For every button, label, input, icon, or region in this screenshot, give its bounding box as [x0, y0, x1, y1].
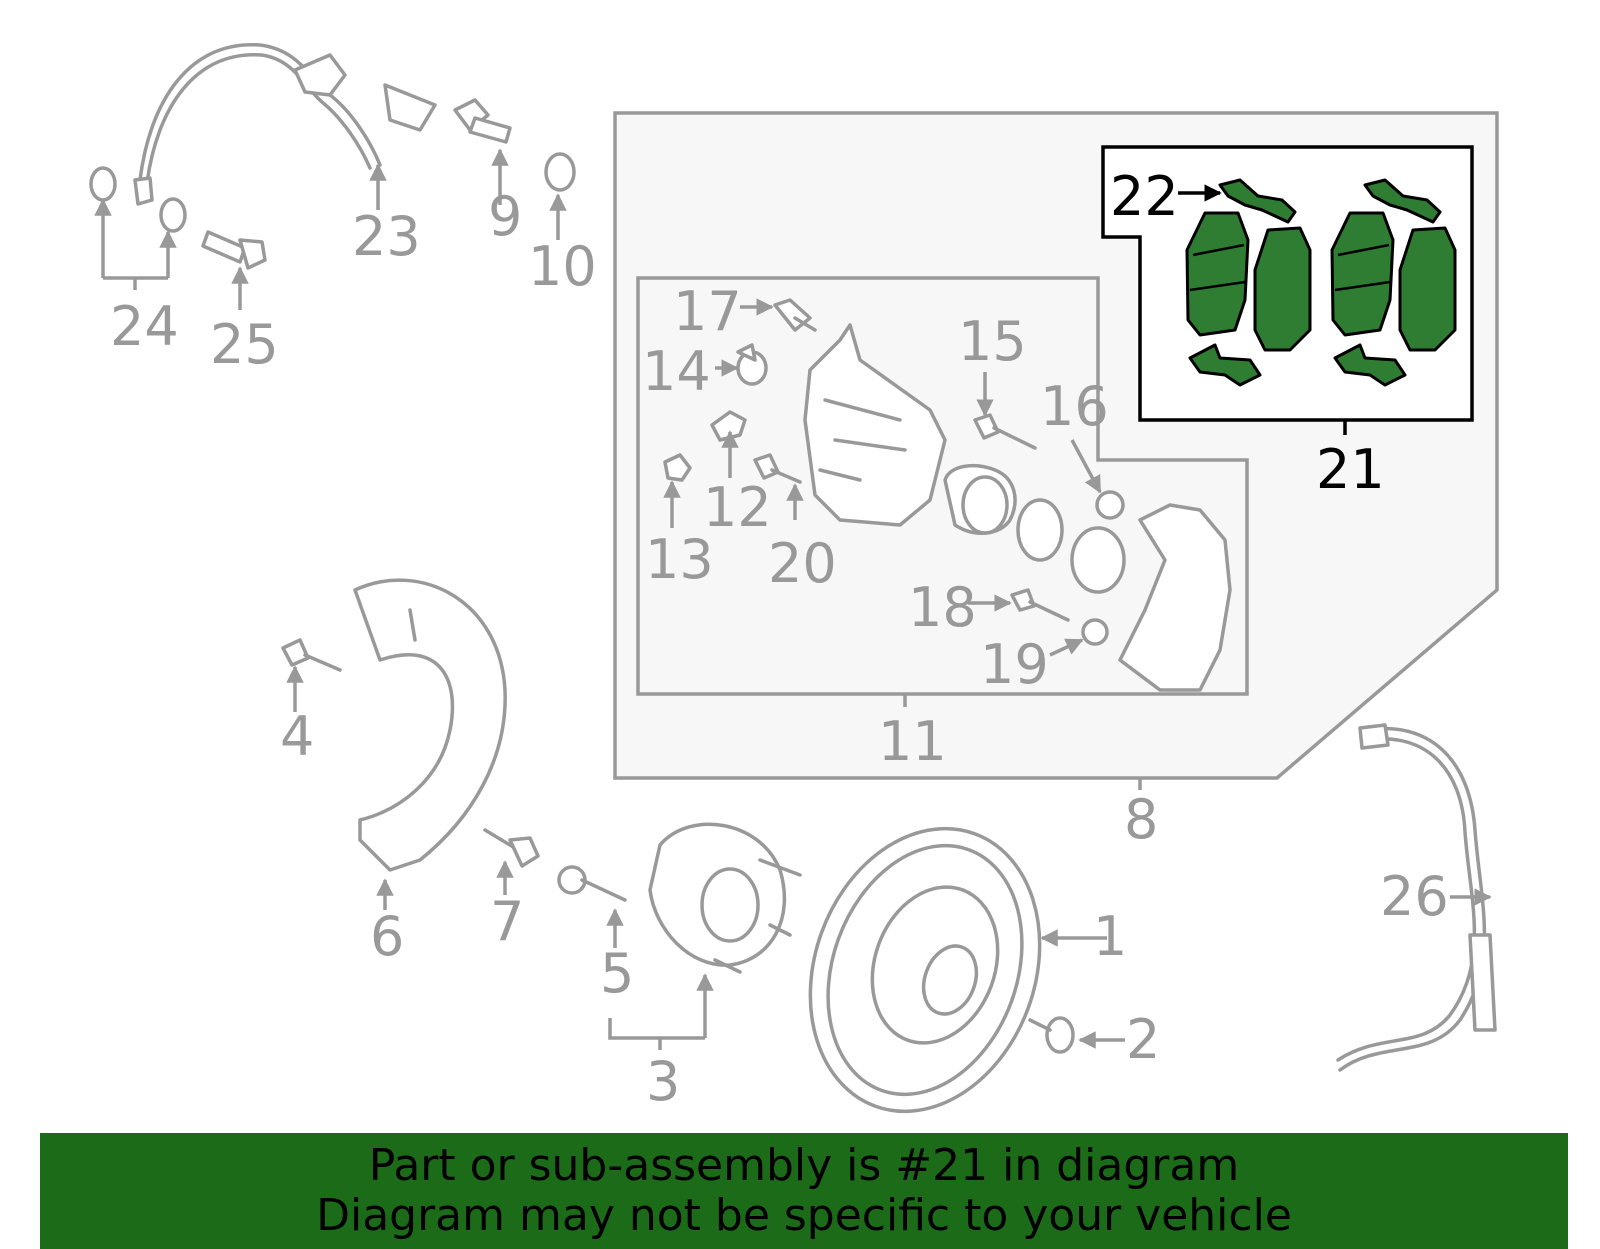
callout-17: 17: [673, 280, 742, 343]
piston: [943, 463, 1017, 535]
bolt-18: [1010, 588, 1070, 622]
bolt-4: [281, 638, 342, 672]
banner-line-2: Diagram may not be specific to your vehi…: [316, 1190, 1292, 1241]
boot-16: [1095, 490, 1125, 520]
callout-9: 9: [488, 185, 522, 248]
bolt-7: [483, 828, 540, 868]
bolt-25: [201, 230, 267, 270]
info-banner: Part or sub-assembly is #21 in diagram D…: [40, 1133, 1568, 1249]
washer-24b: [159, 197, 187, 233]
callout-4: 4: [280, 705, 314, 768]
hub-bearing-3: [648, 822, 802, 974]
abs-harness-23: [133, 43, 437, 206]
callout-16: 16: [1040, 375, 1109, 438]
brake-rotor-1: [808, 826, 1042, 1114]
callout-19: 19: [980, 633, 1049, 696]
callout-24: 24: [110, 295, 179, 358]
caliper-bracket: [1118, 503, 1232, 692]
callout-12: 12: [703, 476, 772, 539]
abs-sensor-26: [1336, 723, 1497, 1072]
callout-15: 15: [958, 310, 1027, 373]
stud-5: [557, 865, 627, 902]
callout-20: 20: [768, 532, 837, 595]
callout-21: 21: [1316, 438, 1385, 501]
bolt-17: [773, 298, 817, 332]
callout-7: 7: [490, 890, 524, 953]
callout-8: 8: [1124, 788, 1158, 851]
brake-pad-kit-21: [1185, 178, 1457, 387]
callout-26: 26: [1380, 865, 1449, 928]
callout-14: 14: [642, 340, 711, 403]
callout-23: 23: [352, 205, 421, 268]
boot-19: [1081, 618, 1109, 646]
screw-2: [1028, 1016, 1075, 1054]
bolt-20: [753, 453, 802, 484]
callout-3: 3: [646, 1050, 680, 1113]
callout-25: 25: [210, 313, 279, 376]
callout-1: 1: [1093, 905, 1127, 968]
washer-10: [544, 152, 576, 192]
callout-18: 18: [908, 576, 977, 639]
bolt-9: [453, 98, 512, 144]
splash-shield-6: [353, 578, 507, 872]
washer-24a: [89, 166, 117, 202]
callout-11: 11: [878, 710, 947, 773]
caliper-body: [803, 323, 947, 527]
dust-boot: [1070, 526, 1126, 594]
callout-10: 10: [528, 235, 597, 298]
banner-line-1: Part or sub-assembly is #21 in diagram: [368, 1140, 1240, 1191]
callout-5: 5: [600, 942, 634, 1005]
callout-2: 2: [1126, 1008, 1160, 1071]
callout-6: 6: [370, 905, 404, 968]
callout-22: 22: [1110, 165, 1179, 228]
cap-13: [663, 453, 692, 482]
seal-ring: [1016, 498, 1064, 562]
callout-13: 13: [645, 528, 714, 591]
